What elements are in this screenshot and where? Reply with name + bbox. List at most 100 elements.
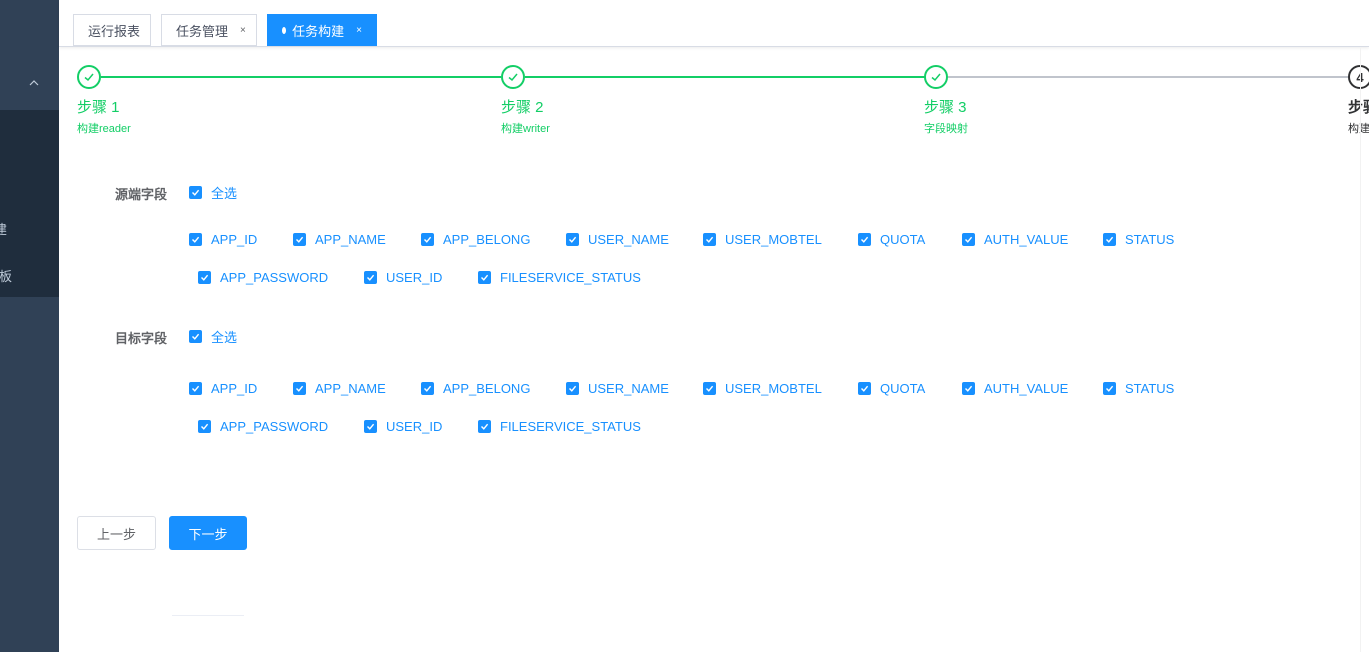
checkbox-checked-icon xyxy=(1103,381,1116,395)
close-icon[interactable]: × xyxy=(240,24,246,36)
checkbox-label: USER_MOBTEL xyxy=(725,231,822,247)
checkbox-label: APP_PASSWORD xyxy=(220,269,329,285)
source-field-checkbox[interactable]: APP_NAME xyxy=(293,231,386,247)
checkbox-checked-icon xyxy=(293,381,306,395)
checkbox-checked-icon xyxy=(566,232,579,246)
step-3-check-icon xyxy=(924,65,948,89)
checkbox-checked-icon xyxy=(703,381,716,395)
checkbox-label: APP_ID xyxy=(211,380,258,396)
checkbox-label: STATUS xyxy=(1125,231,1175,247)
tab-label: 任务管理 xyxy=(176,23,229,39)
sidebar-item-template[interactable]: 模板 xyxy=(0,266,59,286)
source-field-checkbox[interactable]: USER_MOBTEL xyxy=(703,231,822,247)
checkbox-label: AUTH_VALUE xyxy=(984,380,1069,396)
prev-step-button[interactable]: 上一步 xyxy=(77,516,156,550)
target-field-checkbox[interactable]: APP_PASSWORD xyxy=(198,418,328,434)
chevron-up-icon[interactable] xyxy=(29,78,39,88)
target-select-all-checkbox[interactable]: 全选 xyxy=(189,328,238,345)
source-field-checkbox[interactable]: USER_NAME xyxy=(566,231,669,247)
source-field-checkbox[interactable]: STATUS xyxy=(1103,231,1174,247)
checkbox-label: USER_NAME xyxy=(588,380,669,396)
source-field-checkbox[interactable]: APP_ID xyxy=(189,231,257,247)
checkbox-checked-icon xyxy=(703,232,716,246)
close-icon[interactable]: × xyxy=(356,24,362,36)
checkbox-checked-icon xyxy=(198,270,211,284)
next-step-button[interactable]: 下一步 xyxy=(169,516,247,550)
checkbox-checked-icon xyxy=(478,419,491,433)
target-fields-label: 目标字段 xyxy=(115,331,168,346)
checkbox-checked-icon xyxy=(421,232,434,246)
target-field-checkbox[interactable]: APP_NAME xyxy=(293,380,386,396)
target-field-checkbox[interactable]: USER_ID xyxy=(364,418,442,434)
step-3-title: 步骤 3 xyxy=(924,99,967,116)
source-field-checkbox[interactable]: USER_ID xyxy=(364,269,442,285)
step-1-title: 步骤 1 xyxy=(77,99,120,116)
step-connector xyxy=(525,76,925,78)
source-fields-label: 源端字段 xyxy=(115,187,168,202)
target-field-checkbox[interactable]: FILESERVICE_STATUS xyxy=(478,418,641,434)
checkbox-label: APP_PASSWORD xyxy=(220,418,329,434)
sidebar-item-label: 建 xyxy=(0,222,8,237)
sidebar: 建 模板 xyxy=(0,0,59,652)
source-field-checkbox[interactable]: AUTH_VALUE xyxy=(962,231,1068,247)
source-select-all-checkbox[interactable]: 全选 xyxy=(189,184,238,201)
source-field-checkbox[interactable]: QUOTA xyxy=(858,231,925,247)
steps: 步骤 1 构建reader 步骤 2 构建writer 步骤 3 字段映射 4 … xyxy=(77,64,1369,144)
tab-task-build[interactable]: 任务构建 × xyxy=(267,14,377,46)
source-field-checkbox[interactable]: FILESERVICE_STATUS xyxy=(478,269,641,285)
sidebar-item-task-build[interactable]: 建 xyxy=(0,219,59,239)
checkbox-checked-icon xyxy=(962,232,975,246)
checkbox-checked-icon xyxy=(566,381,579,395)
target-field-checkbox[interactable]: USER_NAME xyxy=(566,380,669,396)
active-dot-icon xyxy=(282,26,287,34)
step-2-title: 步骤 2 xyxy=(501,99,544,116)
step-1-check-icon xyxy=(77,65,101,89)
checkbox-label: 全选 xyxy=(211,329,238,345)
checkbox-checked-icon xyxy=(189,329,202,343)
checkbox-checked-icon xyxy=(293,232,306,246)
target-field-checkbox[interactable]: AUTH_VALUE xyxy=(962,380,1068,396)
checkbox-label: QUOTA xyxy=(880,231,926,247)
tab-label: 运行报表 xyxy=(88,23,141,39)
checkbox-label: USER_MOBTEL xyxy=(725,380,822,396)
step-connector xyxy=(948,76,1348,78)
checkbox-label: APP_ID xyxy=(211,231,258,247)
step-2-check-icon xyxy=(501,65,525,89)
tab-task-management[interactable]: 任务管理 × xyxy=(161,14,257,46)
sidebar-submenu xyxy=(0,110,59,297)
divider xyxy=(172,615,244,616)
checkbox-label: USER_ID xyxy=(386,269,443,285)
checkbox-label: QUOTA xyxy=(880,380,926,396)
checkbox-label: STATUS xyxy=(1125,380,1175,396)
source-field-checkbox[interactable]: APP_PASSWORD xyxy=(198,269,328,285)
divider xyxy=(1360,48,1361,652)
checkbox-checked-icon xyxy=(1103,232,1116,246)
checkbox-checked-icon xyxy=(189,185,202,199)
source-field-checkbox[interactable]: APP_BELONG xyxy=(421,231,530,247)
checkbox-checked-icon xyxy=(858,381,871,395)
checkbox-label: USER_NAME xyxy=(588,231,669,247)
target-field-checkbox[interactable]: APP_ID xyxy=(189,380,257,396)
target-field-checkbox[interactable]: QUOTA xyxy=(858,380,925,396)
checkbox-label: FILESERVICE_STATUS xyxy=(500,418,641,434)
checkbox-checked-icon xyxy=(198,419,211,433)
tab-run-report[interactable]: 运行报表 xyxy=(73,14,151,46)
checkbox-checked-icon xyxy=(421,381,434,395)
target-field-checkbox[interactable]: USER_MOBTEL xyxy=(703,380,822,396)
target-field-checkbox[interactable]: STATUS xyxy=(1103,380,1174,396)
checkbox-label: APP_NAME xyxy=(315,231,386,247)
sidebar-item-label: 模板 xyxy=(0,269,13,284)
step-3-description: 字段映射 xyxy=(924,123,968,135)
checkbox-checked-icon xyxy=(189,381,202,395)
checkbox-checked-icon xyxy=(858,232,871,246)
step-connector xyxy=(101,76,501,78)
step-4-description: 构建 xyxy=(1348,123,1369,135)
step-4-number: 4 xyxy=(1348,65,1369,89)
checkbox-checked-icon xyxy=(478,270,491,284)
step-1-description: 构建reader xyxy=(77,123,131,135)
tab-label: 任务构建 xyxy=(292,23,345,39)
target-field-checkbox[interactable]: APP_BELONG xyxy=(421,380,530,396)
checkbox-checked-icon xyxy=(364,419,377,433)
step-2-description: 构建writer xyxy=(501,123,550,135)
checkbox-label: 全选 xyxy=(211,185,238,201)
